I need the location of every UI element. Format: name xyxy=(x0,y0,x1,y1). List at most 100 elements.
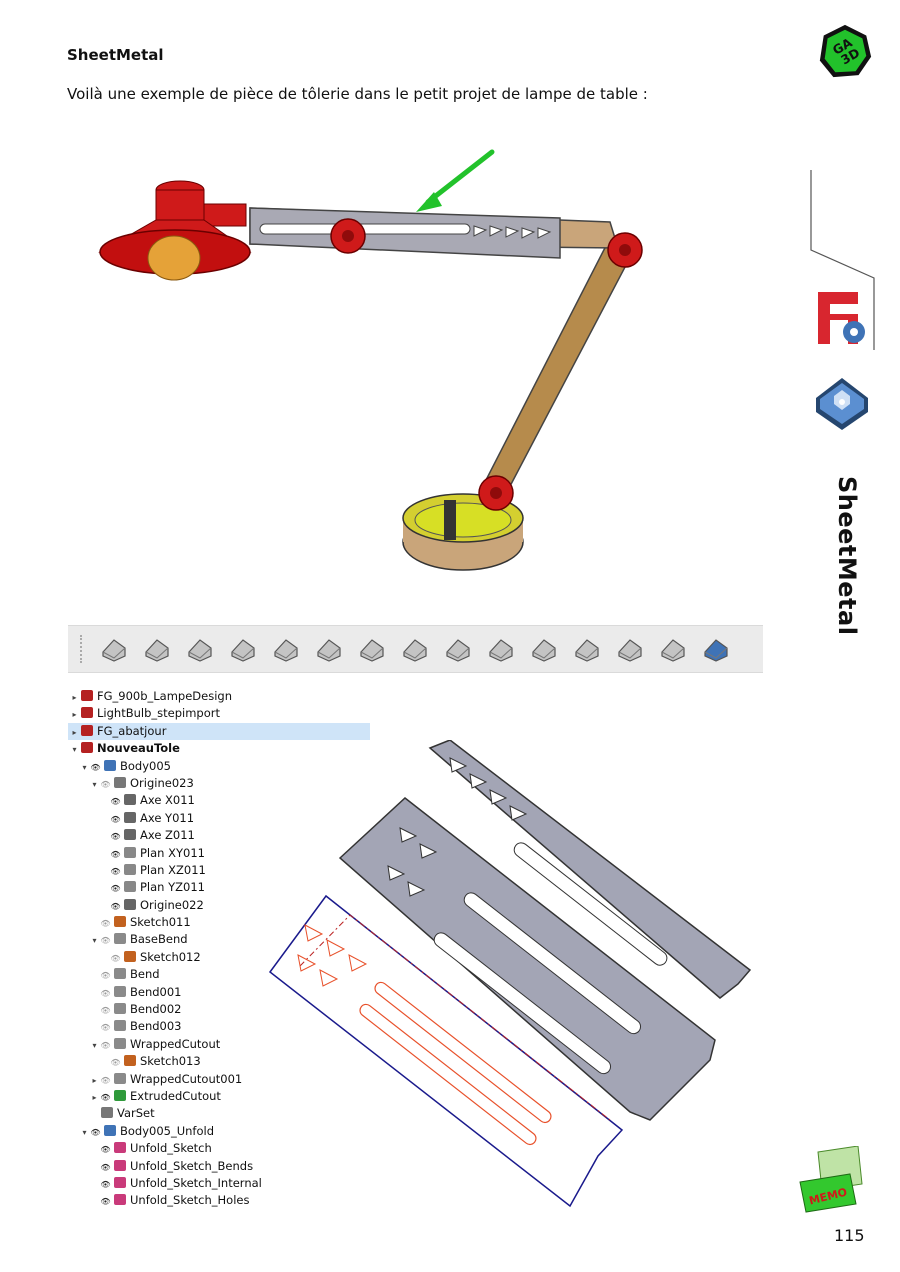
visibility-eye-icon[interactable]: 👁 xyxy=(110,849,121,859)
tree-item-label: Unfold_Sketch_Internal xyxy=(130,1175,262,1190)
tree-item-label: Unfold_Sketch_Holes xyxy=(130,1193,250,1208)
hinge-icon[interactable] xyxy=(656,632,690,666)
tree-item-label: Axe Z011 xyxy=(140,828,195,843)
tree-item[interactable]: ▸LightBulb_stepimport xyxy=(68,705,368,722)
tree-item[interactable]: 👁 Axe Z011 xyxy=(68,827,368,844)
expand-arrow-icon[interactable]: ▸ xyxy=(72,710,77,720)
tree-item-label: Bend003 xyxy=(130,1019,182,1034)
tree-item[interactable]: 👁 Axe Y011 xyxy=(68,810,368,827)
expand-arrow-icon[interactable]: ▾ xyxy=(92,779,97,789)
visibility-eye-icon[interactable]: 👁 xyxy=(100,1023,111,1033)
tree-item-label: BaseBend xyxy=(130,932,188,947)
junction-icon[interactable] xyxy=(484,632,518,666)
tree-item[interactable]: ▾👁 Origine023 xyxy=(68,775,368,792)
visibility-eye-icon[interactable]: 👁 xyxy=(90,762,101,772)
tree-item[interactable]: 👁 Bend003 xyxy=(68,1018,368,1035)
edge-wall-icon[interactable] xyxy=(140,632,174,666)
visibility-eye-icon[interactable]: 👁 xyxy=(100,919,111,929)
tree-item[interactable]: 👁 Sketch011 xyxy=(68,914,368,931)
unfolded-plates-image xyxy=(268,740,752,1208)
expand-arrow-icon[interactable]: ▾ xyxy=(92,936,97,946)
unfold-icon xyxy=(114,1159,126,1171)
sheetmetal-cube-icon[interactable] xyxy=(699,632,733,666)
tree-item[interactable]: 👁Sketch012 xyxy=(68,949,368,966)
tree-item[interactable]: ▸👁ExtrudedCutout xyxy=(68,1088,368,1105)
body-icon xyxy=(104,759,116,771)
bend-icon[interactable] xyxy=(355,632,389,666)
visibility-eye-icon[interactable]: 👁 xyxy=(100,971,111,981)
doc-icon xyxy=(81,742,93,754)
sketch-icon xyxy=(114,916,126,928)
relief-icon[interactable] xyxy=(269,632,303,666)
visibility-eye-icon[interactable]: 👁 xyxy=(110,884,121,894)
tree-item[interactable]: 👁 Unfold_Sketch_Internal xyxy=(68,1175,368,1192)
base-shape-icon[interactable] xyxy=(613,632,647,666)
expand-arrow-icon[interactable]: ▾ xyxy=(92,1040,97,1050)
tree-item[interactable]: 👁Plan XY011 xyxy=(68,845,368,862)
visibility-eye-icon[interactable]: 👁 xyxy=(110,797,121,807)
visibility-eye-icon[interactable]: 👁 xyxy=(110,901,121,911)
visibility-eye-icon[interactable]: 👁 xyxy=(110,1058,121,1068)
expand-arrow-icon[interactable]: ▸ xyxy=(92,1075,97,1085)
intro-text: Voilà une exemple de pièce de tôlerie da… xyxy=(67,85,648,103)
visibility-eye-icon[interactable]: 👁 xyxy=(110,953,121,963)
visibility-eye-icon[interactable]: 👁 xyxy=(100,1179,111,1189)
tree-item-label: Sketch011 xyxy=(130,915,191,930)
tree-item[interactable]: 👁 Plan YZ011 xyxy=(68,879,368,896)
expand-arrow-icon[interactable]: ▾ xyxy=(72,745,77,755)
tree-item[interactable]: 👁Plan XZ011 xyxy=(68,862,368,879)
tree-item[interactable]: 👁 Origine022 xyxy=(68,897,368,914)
tree-item[interactable]: ▾👁WrappedCutout xyxy=(68,1036,368,1053)
tree-item-label: Axe Y011 xyxy=(140,810,195,825)
visibility-eye-icon[interactable]: 👁 xyxy=(100,1145,111,1155)
tree-item[interactable]: ▸👁WrappedCutout001 xyxy=(68,1071,368,1088)
sketch-on-sheet-icon[interactable] xyxy=(226,632,260,666)
tree-item[interactable]: ▾NouveauTole xyxy=(68,740,368,757)
tree-item[interactable]: 👁Bend xyxy=(68,966,368,983)
tree-item[interactable]: 👁Unfold_Sketch_Bends xyxy=(68,1158,368,1175)
tree-item[interactable]: 👁 Unfold_Sketch xyxy=(68,1140,368,1157)
fold-icon[interactable] xyxy=(398,632,432,666)
tree-item[interactable]: 👁Sketch013 xyxy=(68,1053,368,1070)
expand-arrow-icon[interactable]: ▸ xyxy=(72,693,77,702)
toolbar-grip[interactable] xyxy=(80,635,86,663)
visibility-eye-icon[interactable]: 👁 xyxy=(100,988,111,998)
punch-icon[interactable] xyxy=(570,632,604,666)
visibility-eye-icon[interactable]: 👁 xyxy=(90,1127,101,1137)
tree-item[interactable]: 👁Bend001 xyxy=(68,984,368,1001)
tree-item-label: Plan YZ011 xyxy=(140,880,205,895)
visibility-eye-icon[interactable]: 👁 xyxy=(100,1162,111,1172)
tree-item-label: Origine023 xyxy=(130,775,194,790)
visibility-eye-icon[interactable]: 👁 xyxy=(100,1075,111,1085)
tree-item-label: Origine022 xyxy=(140,897,204,912)
tree-item-label: Unfold_Sketch xyxy=(130,1141,212,1156)
corner-icon[interactable] xyxy=(312,632,346,666)
tree-item[interactable]: 👁Bend002 xyxy=(68,1001,368,1018)
tree-item[interactable]: 👁 Unfold_Sketch_Holes xyxy=(68,1192,368,1209)
add-wall-icon[interactable] xyxy=(97,632,131,666)
visibility-eye-icon[interactable]: 👁 xyxy=(100,1006,111,1016)
tree-item[interactable]: VarSet xyxy=(68,1105,368,1122)
tree-item[interactable]: ▾👁Body005 xyxy=(68,758,368,775)
visibility-eye-icon[interactable]: 👁 xyxy=(110,866,121,876)
expand-arrow-icon[interactable]: ▸ xyxy=(72,727,77,737)
tree-item[interactable]: 👁Axe X011 xyxy=(68,792,368,809)
side-divider xyxy=(810,170,875,350)
visibility-eye-icon[interactable]: 👁 xyxy=(110,814,121,824)
expand-arrow-icon[interactable]: ▾ xyxy=(82,1127,87,1137)
tree-item[interactable]: ▾👁 BaseBend xyxy=(68,931,368,948)
visibility-eye-icon[interactable]: 👁 xyxy=(100,1197,111,1207)
tree-item[interactable]: ▸FG_abatjour xyxy=(68,722,370,741)
visibility-eye-icon[interactable]: 👁 xyxy=(100,1040,111,1050)
visibility-eye-icon[interactable]: 👁 xyxy=(100,1092,111,1102)
visibility-eye-icon[interactable]: 👁 xyxy=(100,936,111,946)
solid-corner-icon[interactable] xyxy=(441,632,475,666)
expand-arrow-icon[interactable]: ▾ xyxy=(82,762,87,772)
unfold-icon[interactable] xyxy=(527,632,561,666)
visibility-eye-icon[interactable]: 👁 xyxy=(100,779,111,789)
visibility-eye-icon[interactable]: 👁 xyxy=(110,832,121,842)
extend-face-icon[interactable] xyxy=(183,632,217,666)
expand-arrow-icon[interactable]: ▸ xyxy=(92,1092,97,1102)
tree-item[interactable]: ▾👁Body005_Unfold xyxy=(68,1123,368,1140)
tree-item[interactable]: ▸FG_900b_LampeDesign xyxy=(68,688,368,705)
